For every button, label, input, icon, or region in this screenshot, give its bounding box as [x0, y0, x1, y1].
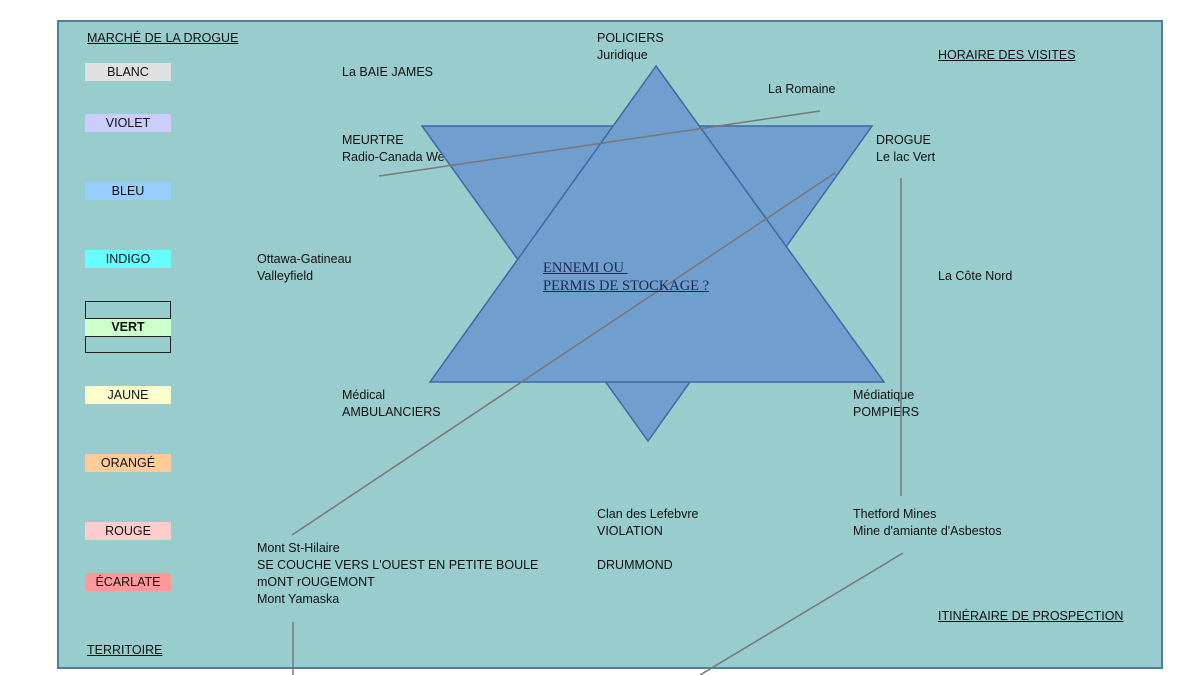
- label-mediatique: Médiatique POMPIERS: [853, 388, 919, 419]
- heading-visits: HORAIRE DES VISITES: [938, 48, 1076, 62]
- heading-territory: TERRITOIRE: [87, 643, 163, 657]
- label-mont: Mont St-Hilaire SE COUCHE VERS L'OUEST E…: [257, 541, 539, 606]
- label-medical: Médical AMBULANCIERS: [342, 388, 441, 419]
- label-cote-nord: La Côte Nord: [938, 269, 1013, 283]
- swatch-vert: VERT: [85, 318, 171, 337]
- label-policiers: POLICIERS Juridique: [597, 31, 664, 62]
- swatch-orange: ORANGÉ: [85, 454, 171, 472]
- label-romaine: La Romaine: [768, 82, 836, 96]
- center-question: ENNEMI OU PERMIS DE STOCKAGE ?: [543, 260, 710, 294]
- swatch-bleu: BLEU: [85, 182, 171, 200]
- label-drummond: DRUMMOND: [597, 558, 673, 572]
- swatch-indigo: INDIGO: [85, 250, 171, 268]
- heading-itinerary: ITINÉRAIRE DE PROSPECTION: [938, 609, 1124, 623]
- star-triangle-up: [428, 64, 886, 383]
- label-ottawa: Ottawa-Gatineau Valleyfield: [257, 252, 352, 283]
- swatch-rouge: ROUGE: [85, 522, 171, 540]
- swatch-blanc: BLANC: [85, 63, 171, 81]
- connector-line: [378, 110, 821, 177]
- connector-line: [291, 172, 836, 536]
- swatch-ecarlate: ÉCARLATE: [85, 573, 171, 591]
- label-thetford: Thetford Mines Mine d'amiante d'Asbestos: [853, 507, 1002, 538]
- label-meurtre: MEURTRE Radio-Canada We: [342, 133, 445, 164]
- heading-market: MARCHÉ DE LA DROGUE: [87, 31, 239, 45]
- swatch-jaune: JAUNE: [85, 386, 171, 404]
- label-drogue: DROGUE Le lac Vert: [876, 133, 936, 164]
- swatch-violet: VIOLET: [85, 114, 171, 132]
- label-clan: Clan des Lefebvre VIOLATION: [597, 507, 699, 538]
- label-baie-james: La BAIE JAMES: [342, 65, 434, 79]
- connector-line: [699, 552, 904, 675]
